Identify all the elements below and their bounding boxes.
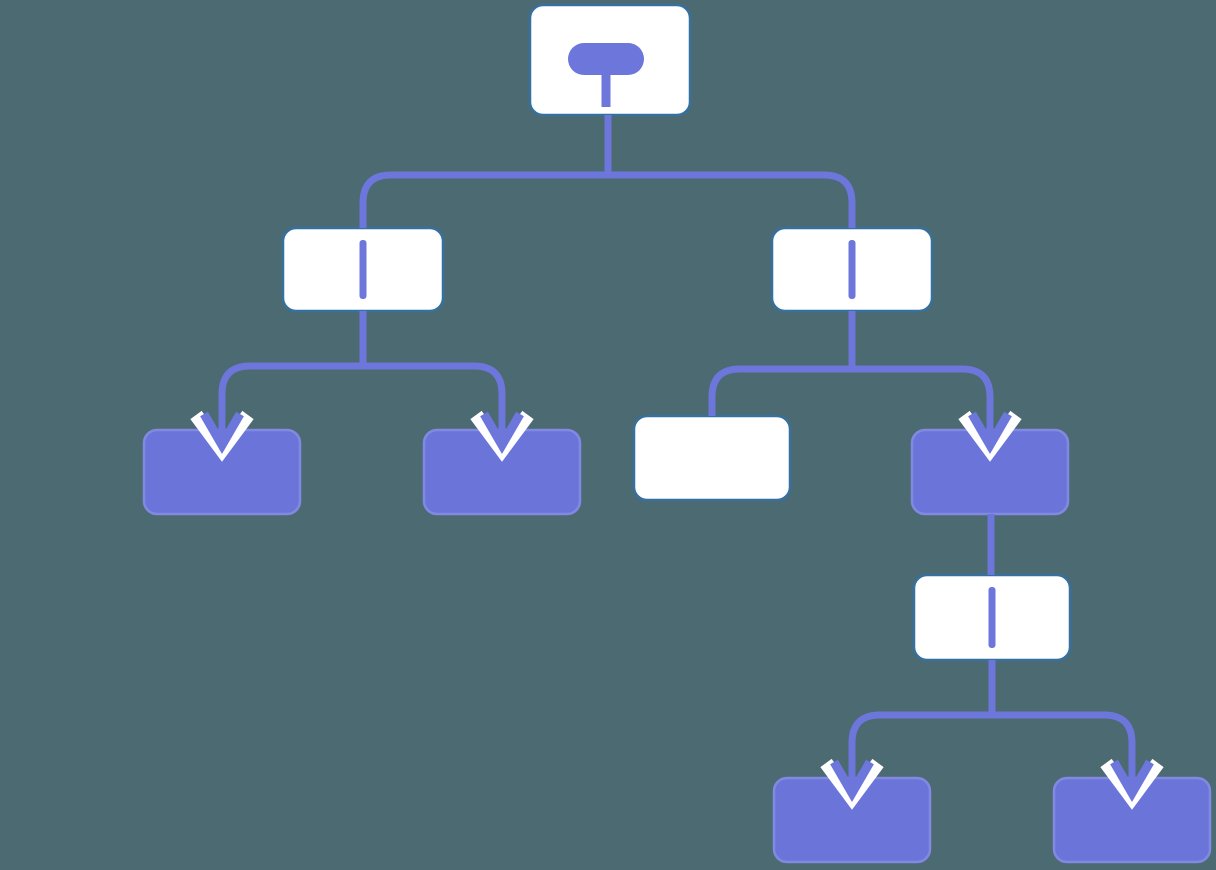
plain-node-box	[632, 414, 792, 502]
root-node	[528, 3, 692, 117]
branch-node-lower	[912, 573, 1072, 662]
nodes-layer	[142, 3, 1212, 864]
arrowhead-down-icon	[480, 411, 524, 454]
branch-node-left	[281, 226, 445, 313]
branch-node-right	[770, 226, 934, 313]
connector-right	[708, 311, 994, 436]
divider-bar-icon	[988, 587, 996, 648]
divider-bar-icon	[359, 240, 367, 299]
arrowhead-down-icon	[1110, 759, 1154, 802]
arrowhead-down-icon	[200, 411, 244, 454]
plain-node	[632, 414, 792, 502]
connectors-layer	[218, 115, 1136, 784]
connector-left	[218, 311, 506, 436]
connector-lower	[848, 660, 1136, 784]
arrowhead-down-icon	[968, 411, 1012, 454]
arrowhead-down-icon	[830, 759, 874, 802]
arrowheads-layer	[200, 411, 1154, 802]
divider-bar-icon	[848, 240, 856, 299]
root-pill-icon	[568, 43, 644, 107]
connector-root	[359, 115, 856, 228]
